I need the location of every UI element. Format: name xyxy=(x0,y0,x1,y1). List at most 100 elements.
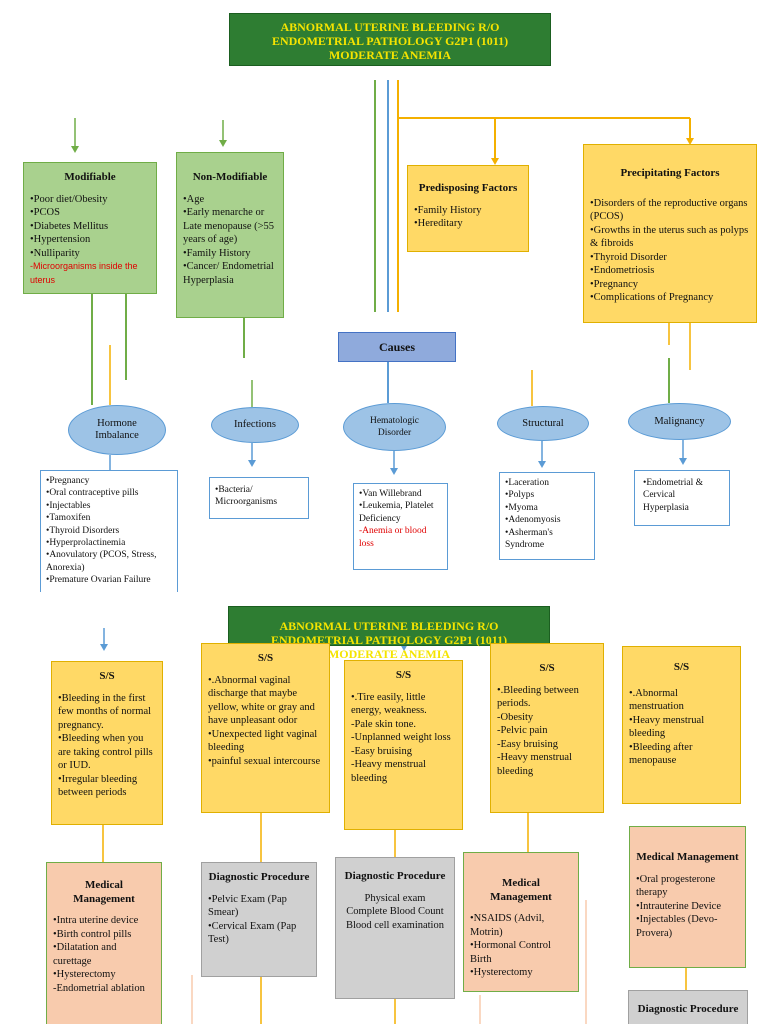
ss-item: -Pelvic pain xyxy=(497,725,548,736)
ss-heading: S/S xyxy=(257,652,274,664)
precipitating-item: •Pregnancy xyxy=(590,278,638,290)
ellipse-label: Structural xyxy=(522,417,564,429)
hormone-list-item: •Pregnancy xyxy=(46,476,90,486)
structural-list-box: •Laceration •Polyps •Myoma •Adenomyosis … xyxy=(499,472,595,560)
ss-item: •Unexpected light vaginal bleeding xyxy=(208,728,320,754)
ss-heading: S/S xyxy=(395,669,412,681)
diagnosis-title-bottom: ABNORMAL UTERINE BLEEDING R/O ENDOMETRIA… xyxy=(228,606,550,661)
ellipse-label: Hematologic Disorder xyxy=(369,416,420,438)
mm-item: -Endometrial ablation xyxy=(53,982,145,994)
medical-management-hormone: Medical Management •Intra uterine device… xyxy=(46,862,162,1024)
structural-list-item: •Laceration xyxy=(505,478,549,488)
precipitating-item: •Disorders of the reproductive organs (P… xyxy=(590,197,751,223)
diagnostic-procedure-malignancy: Diagnostic Procedure xyxy=(628,990,748,1024)
mm-item: •Birth control pills xyxy=(53,928,132,940)
malignancy-list-box: •Endometrial & Cervical Hyperplasia xyxy=(634,470,730,526)
ss-box-hormone: S/S •Bleeding in the first few months of… xyxy=(51,661,163,825)
modifiable-heading: Modifiable xyxy=(64,171,116,183)
malignancy-list-item: •Endometrial & Cervical Hyperplasia xyxy=(643,478,706,513)
nonmodifiable-heading: Non-Modifiable xyxy=(192,171,268,183)
hormone-list-item: •Anovulatory (PCOS, Stress, Anorexia) xyxy=(46,550,159,573)
hematologic-list-box: •Van Willebrand •Leukemia, Platelet Defi… xyxy=(353,483,448,570)
ss-item: •.Abnormal menstruation xyxy=(629,687,684,713)
modifiable-item: •Hypertension xyxy=(30,234,91,245)
causes-box: Causes xyxy=(338,332,456,362)
ss-item: •.Bleeding between periods. xyxy=(497,684,582,710)
dp-item: •Cervical Exam (Pap Test) xyxy=(208,920,299,946)
dp-item: Blood cell examination xyxy=(346,919,444,931)
modifiable-item: •Diabetes Mellitus xyxy=(30,220,109,232)
mm-item: •Dilatation and curettage xyxy=(53,942,120,967)
ss-heading: S/S xyxy=(539,662,555,674)
structural-list-item: •Adenomyosis xyxy=(505,515,561,526)
ss-box-hematologic: S/S •.Tire easily, little energy, weakne… xyxy=(344,660,463,830)
mm-heading: Medical Management xyxy=(636,851,739,863)
precipitating-box: Precipitating Factors •Disorders of the … xyxy=(583,144,757,323)
ss-item: •.Tire easily, little energy, weakness. xyxy=(351,691,428,717)
hormone-list-box: •Pregnancy •Oral contraceptive pills •In… xyxy=(40,470,178,592)
mm-item: •Intra uterine device xyxy=(53,915,139,926)
ss-item: •.Abnormal vaginal discharge that maybe … xyxy=(208,674,318,727)
ss-box-structural: S/S •.Bleeding between periods. -Obesity… xyxy=(490,643,604,813)
hormone-list-item: •Injectables xyxy=(46,500,91,511)
ss-item: -Easy bruising xyxy=(351,745,412,757)
precipitating-item: •Thyroid Disorder xyxy=(590,251,667,263)
ellipse-label: Malignancy xyxy=(654,415,705,427)
ellipse-label: Infections xyxy=(234,419,276,430)
ss-item: •Bleeding after menopause xyxy=(629,741,696,767)
hormone-list-item: •Hyperprolactinemia xyxy=(46,538,126,549)
ss-heading: S/S xyxy=(673,661,690,673)
structural-list-item: •Myoma xyxy=(505,502,538,513)
ss-box-infection: S/S •.Abnormal vaginal discharge that ma… xyxy=(201,643,330,813)
hormone-list-item: •Thyroid Disorders xyxy=(46,525,120,536)
ss-item: •Bleeding in the first few months of nor… xyxy=(58,692,154,731)
ss-item: •Bleeding when you are taking control pi… xyxy=(58,733,156,771)
hematologic-list-item: •Van Willebrand xyxy=(359,489,422,499)
diagnosis-title-top: ABNORMAL UTERINE BLEEDING R/O ENDOMETRIA… xyxy=(229,13,551,66)
dp-heading: Diagnostic Procedure xyxy=(208,871,310,883)
ss-item: -Unplanned weight loss xyxy=(351,732,451,743)
ss-item: •Heavy menstrual bleeding xyxy=(629,714,707,740)
ss-item: -Pale skin tone. xyxy=(351,718,417,730)
modifiable-red-item: -Microorganisms inside the uterus xyxy=(30,261,141,285)
ss-item: -Heavy menstrual bleeding xyxy=(351,759,429,784)
ellipse-structural: Structural xyxy=(497,406,589,441)
ss-item: •painful sexual intercourse xyxy=(208,755,321,767)
ss-item: -Heavy menstrual bleeding xyxy=(497,752,575,777)
infection-list-box: •Bacteria/ Microorganisms xyxy=(209,477,309,519)
dp-item: •Pelvic Exam (Pap Smear) xyxy=(208,893,290,919)
mm-heading: Medical Management xyxy=(490,877,552,903)
dp-heading: Diagnostic Procedure xyxy=(637,1003,739,1015)
nonmodifiable-item: •Family History xyxy=(183,247,251,259)
predisposing-box: Predisposing Factors •Family History •He… xyxy=(407,165,529,252)
medical-management-structural: Medical Management •NSAIDS (Advil, Motri… xyxy=(463,852,579,992)
modifiable-item: •Poor diet/Obesity xyxy=(30,193,108,205)
precipitating-item: •Endometriosis xyxy=(590,265,655,276)
modifiable-box: Modifiable •Poor diet/Obesity •PCOS •Dia… xyxy=(23,162,157,294)
mm-item: •Oral progesterone therapy xyxy=(636,873,718,899)
hematologic-list-item: •Leukemia, Platelet Deficiency xyxy=(359,501,436,524)
infection-list-item: •Bacteria/ Microorganisms xyxy=(215,485,278,508)
predisposing-item: •Hereditary xyxy=(414,218,463,229)
nonmodifiable-item: •Age xyxy=(183,193,205,205)
hematologic-red-item: -Anemia or blood loss xyxy=(359,526,429,549)
dp-heading: Diagnostic Procedure xyxy=(344,870,446,882)
mm-item: •Intrauterine Device xyxy=(636,900,722,912)
medical-management-malignancy: Medical Management •Oral progesterone th… xyxy=(629,826,746,968)
diagnostic-procedure-infection: Diagnostic Procedure •Pelvic Exam (Pap S… xyxy=(201,862,317,977)
ellipse-infections: Infections xyxy=(211,407,299,443)
ss-item: -Easy bruising xyxy=(497,738,558,750)
precipitating-heading: Precipitating Factors xyxy=(620,167,720,179)
nonmodifiable-item: •Early menarche or Late menopause (>55 y… xyxy=(183,207,277,245)
mm-item: •Injectables (Devo-Provera) xyxy=(636,914,718,939)
precipitating-item: •Growths in the uterus such as polyps & … xyxy=(590,224,751,250)
mm-item: •Hysterectomy xyxy=(53,969,116,980)
ellipse-label: Hormone Imbalance xyxy=(95,418,139,441)
structural-list-item: •Asherman's Syndrome xyxy=(505,527,556,551)
predisposing-item: •Family History xyxy=(414,204,482,216)
diagnostic-procedure-hematologic: Diagnostic Procedure Physical exam Compl… xyxy=(335,857,455,999)
dp-item: Physical exam xyxy=(364,892,426,904)
structural-list-item: •Polyps xyxy=(505,490,535,501)
mm-item: •Hysterectomy xyxy=(470,967,533,978)
